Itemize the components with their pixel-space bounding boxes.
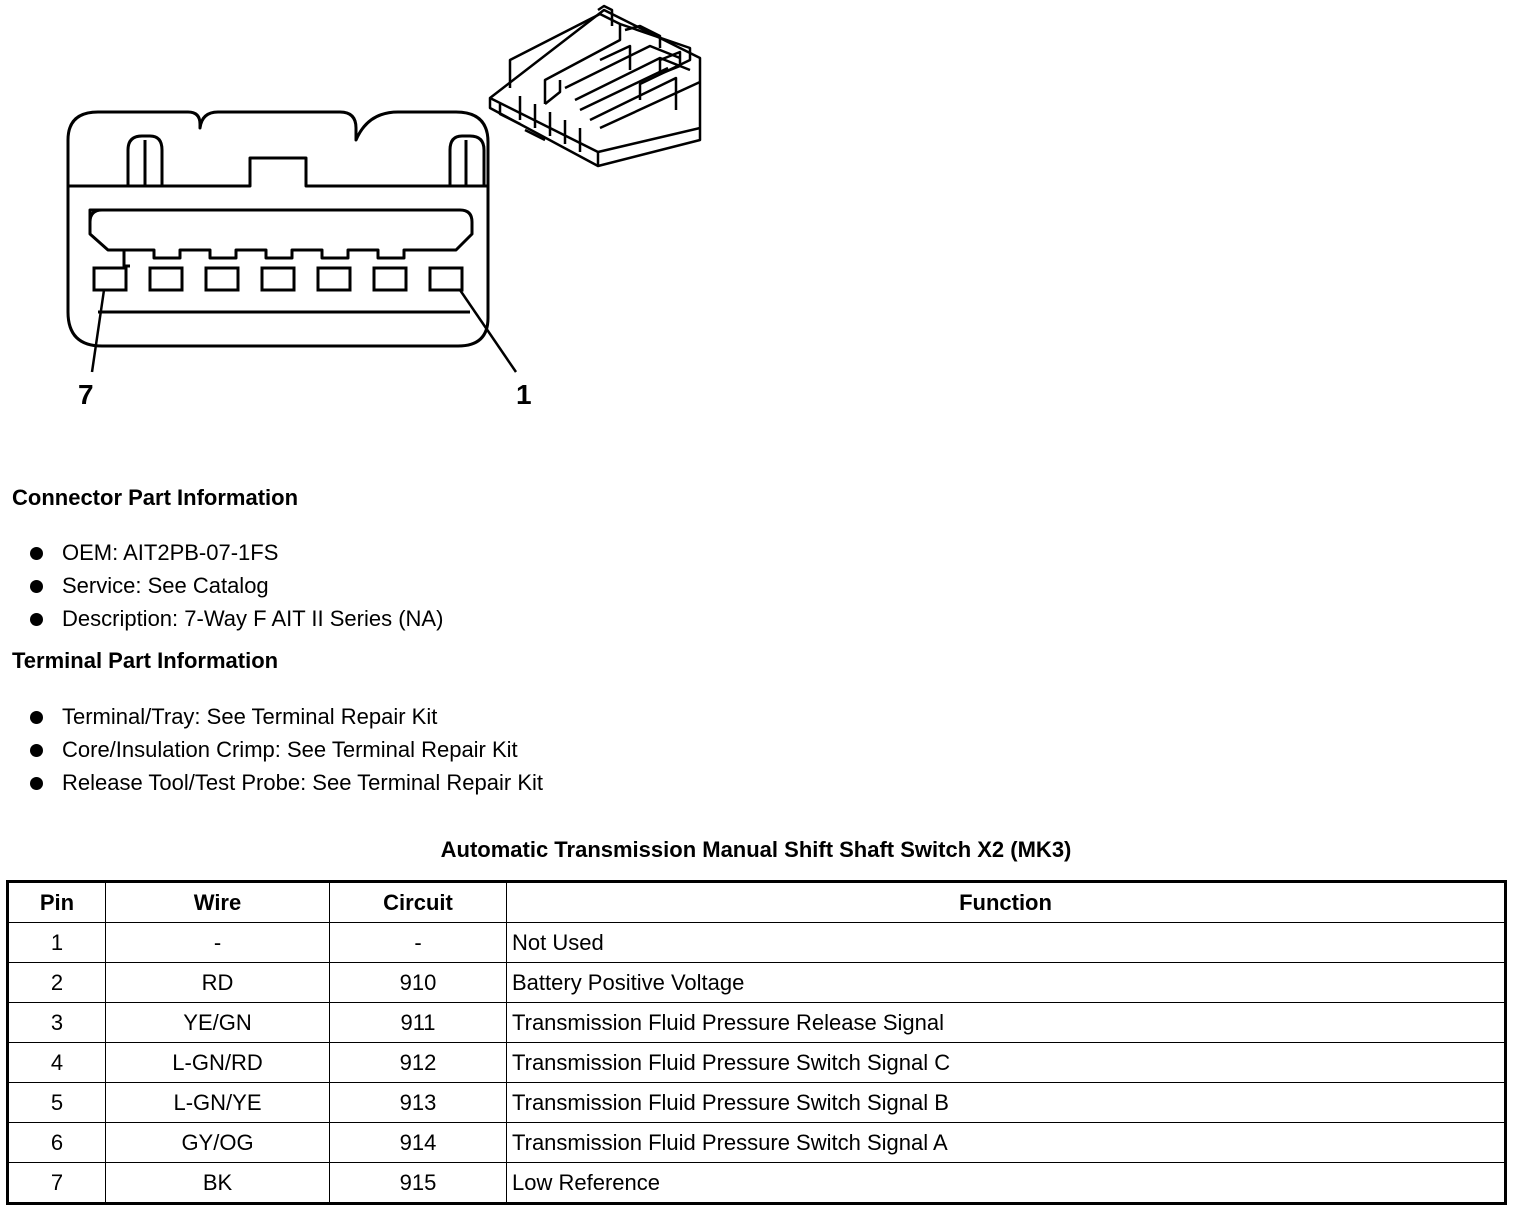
cell-pin: 1	[7, 922, 106, 963]
cell-wire: RD	[105, 962, 330, 1003]
pin-cavity-4	[260, 266, 296, 292]
cell-circuit: 912	[329, 1042, 507, 1083]
cell-pin: 6	[7, 1122, 106, 1163]
cell-function: Battery Positive Voltage	[506, 962, 1506, 1003]
bullet-icon	[30, 777, 43, 790]
list-item-text: Terminal/Tray: See Terminal Repair Kit	[62, 704, 438, 729]
cell-function: Transmission Fluid Pressure Switch Signa…	[506, 1042, 1506, 1083]
cell-circuit: 914	[329, 1122, 507, 1163]
column-header-pin: Pin	[7, 881, 106, 923]
cell-function: Not Used	[506, 922, 1506, 963]
pinout-table: Pin Wire Circuit Function 1 - - Not Used…	[6, 880, 1507, 1205]
pin-label-7: 7	[78, 379, 94, 410]
table-header-row: Pin Wire Circuit Function	[7, 881, 1506, 923]
cell-circuit: -	[329, 922, 507, 963]
cell-pin: 3	[7, 1002, 106, 1043]
cell-circuit: 911	[329, 1002, 507, 1043]
list-item-text: Core/Insulation Crimp: See Terminal Repa…	[62, 737, 518, 762]
table-row: 2 RD 910 Battery Positive Voltage	[7, 962, 1506, 1003]
bullet-icon	[30, 711, 43, 724]
cell-pin: 5	[7, 1082, 106, 1123]
pin-cavity-2	[372, 266, 408, 292]
leader-lines	[90, 289, 518, 373]
pin-cavity-5	[204, 266, 240, 292]
pin-cavities	[92, 266, 464, 292]
list-item-text: OEM: AIT2PB-07-1FS	[62, 540, 279, 565]
terminal-info-list: Terminal/Tray: See Terminal Repair Kit C…	[28, 700, 543, 799]
list-item-text: Description: 7-Way F AIT II Series (NA)	[62, 606, 444, 631]
cell-wire: YE/GN	[105, 1002, 330, 1043]
pin-cavity-6	[148, 266, 184, 292]
cell-wire: BK	[105, 1162, 330, 1204]
bullet-icon	[30, 744, 43, 757]
table-title: Automatic Transmission Manual Shift Shaf…	[440, 837, 1072, 862]
cell-wire: GY/OG	[105, 1122, 330, 1163]
column-header-wire: Wire	[105, 881, 330, 923]
cell-pin: 2	[7, 962, 106, 1003]
table-row: 1 - - Not Used	[7, 922, 1506, 963]
table-row: 5 L-GN/YE 913 Transmission Fluid Pressur…	[7, 1082, 1506, 1123]
terminal-info-heading: Terminal Part Information	[12, 648, 279, 673]
cell-function: Transmission Fluid Pressure Release Sign…	[506, 1002, 1506, 1043]
list-item-text: Service: See Catalog	[62, 573, 269, 598]
bullet-icon	[30, 547, 43, 560]
cell-function: Transmission Fluid Pressure Switch Signa…	[506, 1082, 1506, 1123]
cell-wire: L-GN/RD	[105, 1042, 330, 1083]
column-header-circuit: Circuit	[329, 881, 507, 923]
list-item: Core/Insulation Crimp: See Terminal Repa…	[28, 733, 543, 766]
connector-diagram: 7 1	[66, 4, 702, 410]
connector-info-heading: Connector Part Information	[12, 485, 299, 510]
bullet-icon	[30, 613, 43, 626]
table-row: 7 BK 915 Low Reference	[7, 1162, 1506, 1204]
connector-info-list: OEM: AIT2PB-07-1FS Service: See Catalog …	[28, 536, 443, 635]
cell-function: Low Reference	[506, 1162, 1506, 1204]
cell-function: Transmission Fluid Pressure Switch Signa…	[506, 1122, 1506, 1163]
pin-cavity-1	[428, 266, 464, 292]
connector-face-view	[66, 110, 490, 348]
cell-circuit: 910	[329, 962, 507, 1003]
pin-cavity-7	[92, 266, 128, 292]
table-row: 6 GY/OG 914 Transmission Fluid Pressure …	[7, 1122, 1506, 1163]
cell-circuit: 913	[329, 1082, 507, 1123]
list-item: Description: 7-Way F AIT II Series (NA)	[28, 602, 443, 635]
cell-pin: 4	[7, 1042, 106, 1083]
table-row: 3 YE/GN 911 Transmission Fluid Pressure …	[7, 1002, 1506, 1043]
cell-pin: 7	[7, 1162, 106, 1204]
list-item-text: Release Tool/Test Probe: See Terminal Re…	[62, 770, 543, 795]
connector-iso-view	[488, 4, 702, 168]
list-item: Terminal/Tray: See Terminal Repair Kit	[28, 700, 543, 733]
table-row: 4 L-GN/RD 912 Transmission Fluid Pressur…	[7, 1042, 1506, 1083]
cell-wire: -	[105, 922, 330, 963]
cell-circuit: 915	[329, 1162, 507, 1204]
list-item: OEM: AIT2PB-07-1FS	[28, 536, 443, 569]
pin-cavity-3	[316, 266, 352, 292]
column-header-function: Function	[506, 881, 1506, 923]
cell-wire: L-GN/YE	[105, 1082, 330, 1123]
bullet-icon	[30, 580, 43, 593]
list-item: Release Tool/Test Probe: See Terminal Re…	[28, 766, 543, 799]
pin-label-1: 1	[516, 379, 532, 410]
list-item: Service: See Catalog	[28, 569, 443, 602]
